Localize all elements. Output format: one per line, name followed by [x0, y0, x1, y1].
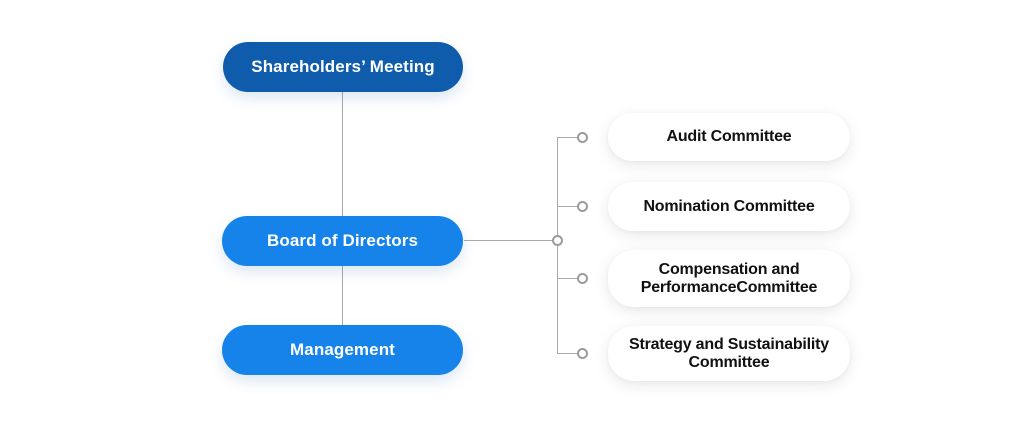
- node-management: Management: [222, 325, 463, 375]
- committee-pill-compensation: Compensation and PerformanceCommittee: [608, 250, 850, 307]
- connector-branch-compensation: [557, 278, 583, 279]
- committee-compensation-label-line1: Compensation and: [658, 261, 800, 278]
- node-board-of-directors: Board of Directors: [222, 216, 463, 266]
- committee-strategy-label-line1: Strategy and Sustainability: [629, 336, 829, 353]
- node-shareholders-meeting-label: Shareholders’ Meeting: [251, 57, 435, 76]
- connector-branch-strategy: [557, 353, 583, 354]
- node-management-label: Management: [290, 340, 395, 359]
- branch-dot-audit: [577, 132, 588, 143]
- committee-pill-strategy: Strategy and Sustainability Committee: [608, 326, 850, 381]
- branch-dot-nomination: [577, 201, 588, 212]
- committee-pill-nomination: Nomination Committee: [608, 182, 850, 231]
- connector-board-to-trunk: [464, 240, 557, 241]
- connector-branch-audit: [557, 137, 583, 138]
- branch-dot-compensation: [577, 273, 588, 284]
- committee-strategy-label-line2: Committee: [688, 353, 770, 371]
- committee-compensation-label-line2: PerformanceCommittee: [640, 278, 818, 296]
- committee-pill-audit: Audit Committee: [608, 113, 850, 161]
- committee-nomination-label: Nomination Committee: [643, 197, 815, 215]
- node-shareholders-meeting: Shareholders’ Meeting: [223, 42, 463, 92]
- connector-shareholders-to-board: [342, 92, 343, 216]
- connector-branch-nomination: [557, 206, 583, 207]
- node-board-of-directors-label: Board of Directors: [266, 231, 419, 250]
- connector-board-to-management: [342, 266, 343, 325]
- branch-dot-strategy: [577, 348, 588, 359]
- committee-audit-label: Audit Committee: [666, 128, 792, 146]
- junction-dot-board: [552, 235, 563, 246]
